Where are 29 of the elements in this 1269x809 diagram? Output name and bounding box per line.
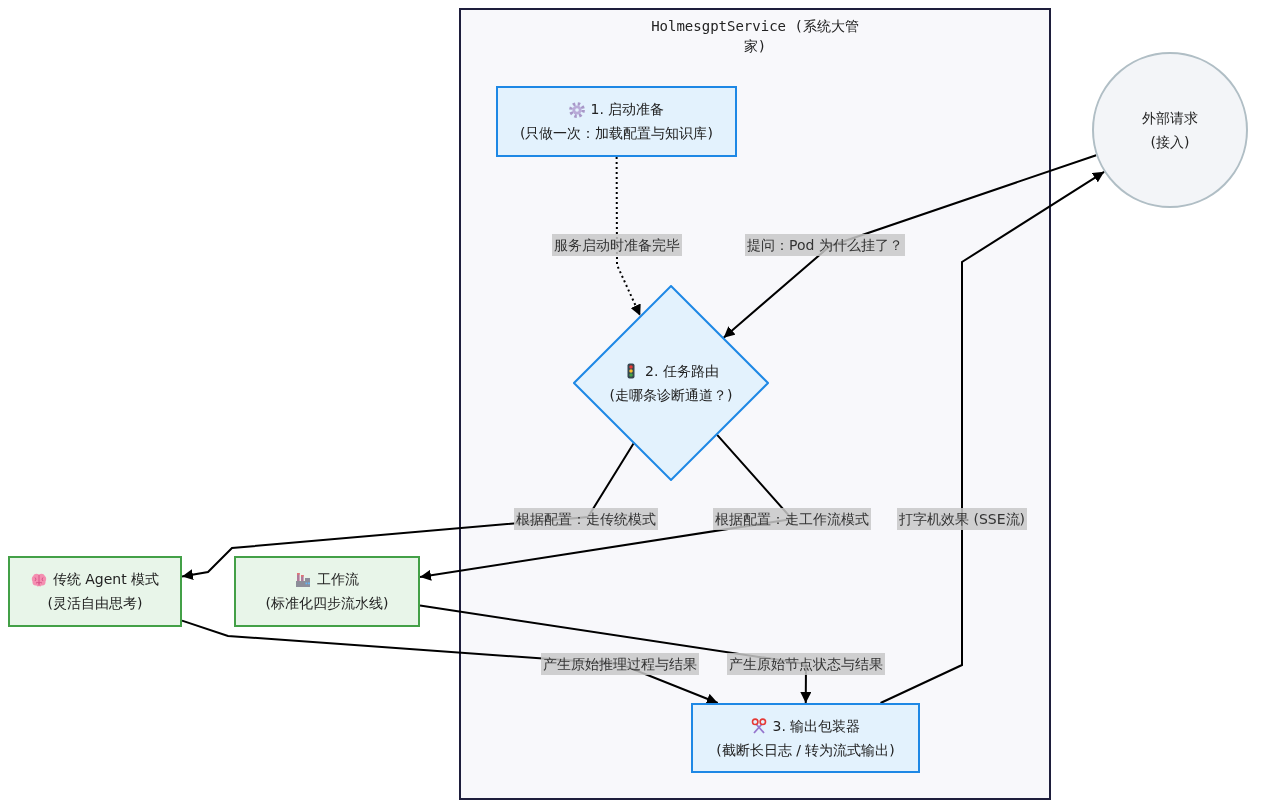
node-description: (走哪条诊断通道？) <box>609 386 733 404</box>
decision-diamond <box>573 285 769 481</box>
edge-label: 打字机效果 (SSE流) <box>897 507 1027 531</box>
process-box <box>496 86 737 157</box>
edge-label: 根据配置：走工作流模式 <box>713 507 871 531</box>
edge-label: 产生原始节点状态与结果 <box>727 652 885 676</box>
container-title: HolmesgptService (系统大管家) <box>650 17 860 57</box>
arrow <box>879 170 1106 704</box>
node-title: 1. 启动准备 <box>590 101 665 118</box>
node-description: (截断长日志 / 转为流式输出) <box>716 741 895 759</box>
node-title: 外部请求 <box>1142 109 1198 127</box>
mode-box <box>234 556 420 627</box>
node-title: 工作流 <box>317 571 359 588</box>
edge-label: 提问：Pod 为什么挂了？ <box>745 233 905 257</box>
node-description: (接入) <box>1150 133 1190 151</box>
dotted-arrow <box>615 156 642 317</box>
node-description: (灵活自由思考) <box>47 595 143 612</box>
arrow <box>722 154 1098 339</box>
node-title: 3. 输出包装器 <box>772 717 861 735</box>
node-description: (标准化四步流水线) <box>265 595 389 612</box>
mode-box <box>8 556 182 627</box>
edge-label: 服务启动时准备完毕 <box>552 233 682 257</box>
node-description: (只做一次：加载配置与知识库) <box>520 125 713 142</box>
edge-label: 产生原始推理过程与结果 <box>541 652 699 676</box>
node-title: 2. 任务路由 <box>645 362 719 380</box>
edge-label: 根据配置：走传统模式 <box>514 507 658 531</box>
process-box <box>691 703 920 773</box>
service-container <box>459 8 1051 800</box>
node-title: 传统 Agent 模式 <box>52 571 160 588</box>
